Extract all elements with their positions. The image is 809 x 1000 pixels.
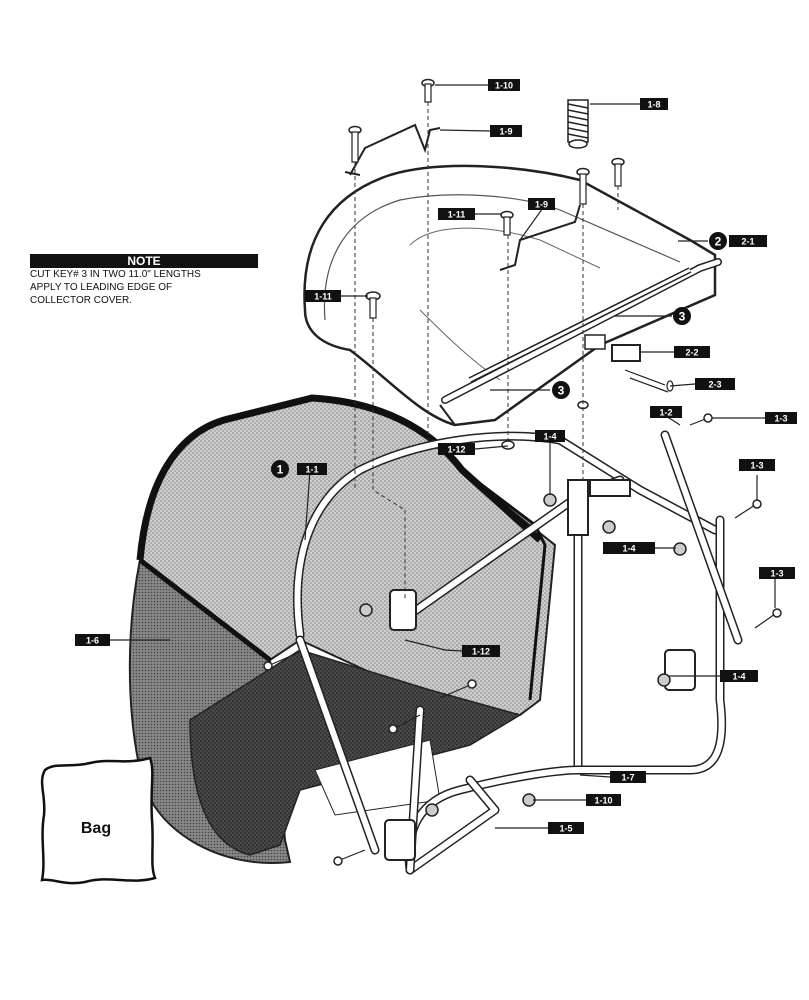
bag-inner-floor <box>189 649 522 856</box>
svg-text:1-3: 1-3 <box>774 414 787 424</box>
alignment-lines <box>354 102 619 600</box>
svg-text:1-4: 1-4 <box>732 672 745 682</box>
svg-text:1-9: 1-9 <box>535 200 548 210</box>
label-2-1: 2-1 <box>729 235 767 247</box>
label-1-7: 1-7 <box>610 771 646 783</box>
label-1-4-top: 1-4 <box>535 430 565 442</box>
label-1-10-top: 1-10 <box>488 79 520 91</box>
label-1-9-mid: 1-9 <box>528 198 555 210</box>
svg-text:2: 2 <box>715 235 722 249</box>
label-2-2: 2-2 <box>674 346 710 358</box>
label-1-12-top: 1-12 <box>438 443 475 455</box>
svg-text:1-12: 1-12 <box>472 647 490 657</box>
svg-text:1-6: 1-6 <box>86 636 99 646</box>
label-1-11-mid: 1-11 <box>438 208 475 220</box>
note-line-1: CUT KEY# 3 IN TWO 11.0" LENGTHS <box>30 269 201 280</box>
cover-inner-curve <box>323 194 681 321</box>
svg-text:1-3: 1-3 <box>750 461 763 471</box>
hardware <box>263 78 782 866</box>
svg-text:1-11: 1-11 <box>448 210 466 220</box>
label-1-4-mid: 1-4 <box>603 542 655 554</box>
svg-text:1-2: 1-2 <box>659 408 672 418</box>
note-body: CUT KEY# 3 IN TWO 11.0" LENGTHS APPLY TO… <box>30 268 270 307</box>
svg-text:2-3: 2-3 <box>708 380 721 390</box>
svg-text:1-4: 1-4 <box>543 432 556 442</box>
label-2-3: 2-3 <box>695 378 735 390</box>
label-1-12-low: 1-12 <box>462 645 500 657</box>
bag-icon: Bag <box>40 756 157 885</box>
svg-text:3: 3 <box>558 384 565 398</box>
label-1-11-left: 1-11 <box>305 290 341 302</box>
note-heading: NOTE <box>30 254 258 268</box>
svg-text:1-5: 1-5 <box>559 824 572 834</box>
svg-text:3: 3 <box>679 310 686 324</box>
label-1-3-a: 1-3 <box>765 412 797 424</box>
note-line-2: APPLY TO LEADING EDGE OF <box>30 282 173 293</box>
callout-3-lower: 3 <box>552 381 570 399</box>
label-1-8: 1-8 <box>640 98 668 110</box>
note-line-3: COLLECTOR COVER. <box>30 295 133 306</box>
svg-text:1-11: 1-11 <box>314 292 332 302</box>
callout-2: 2 <box>709 232 727 250</box>
svg-text:1: 1 <box>277 463 284 477</box>
svg-text:1-10: 1-10 <box>594 796 612 806</box>
svg-text:1-1: 1-1 <box>305 465 318 475</box>
callout-3-upper: 3 <box>673 307 691 325</box>
label-1-6: 1-6 <box>75 634 110 646</box>
callout-1: 1 <box>271 460 289 478</box>
part-labels: 1-10 1-8 1-9 1-11 1-9 2-1 1-11 2-2 2-3 1… <box>75 79 797 834</box>
label-1-10-low: 1-10 <box>586 794 621 806</box>
label-1-9-top: 1-9 <box>490 125 522 137</box>
label-1-5: 1-5 <box>548 822 584 834</box>
label-1-2: 1-2 <box>650 406 682 418</box>
label-1-4-low: 1-4 <box>720 670 758 682</box>
grass-bag <box>128 394 557 864</box>
label-1-3-c: 1-3 <box>759 567 795 579</box>
svg-text:1-7: 1-7 <box>621 773 634 783</box>
svg-text:Bag: Bag <box>81 820 111 837</box>
svg-text:1-8: 1-8 <box>647 100 660 110</box>
svg-text:1-10: 1-10 <box>495 81 513 91</box>
svg-text:1-4: 1-4 <box>622 544 635 554</box>
label-1-1: 1-1 <box>297 463 327 475</box>
svg-text:1-3: 1-3 <box>770 569 783 579</box>
spring <box>567 99 589 149</box>
svg-text:1-9: 1-9 <box>499 127 512 137</box>
svg-text:2-2: 2-2 <box>685 348 698 358</box>
svg-text:2-1: 2-1 <box>741 237 754 247</box>
label-1-3-b: 1-3 <box>739 459 775 471</box>
frame <box>293 430 743 875</box>
svg-text:1-12: 1-12 <box>447 445 465 455</box>
